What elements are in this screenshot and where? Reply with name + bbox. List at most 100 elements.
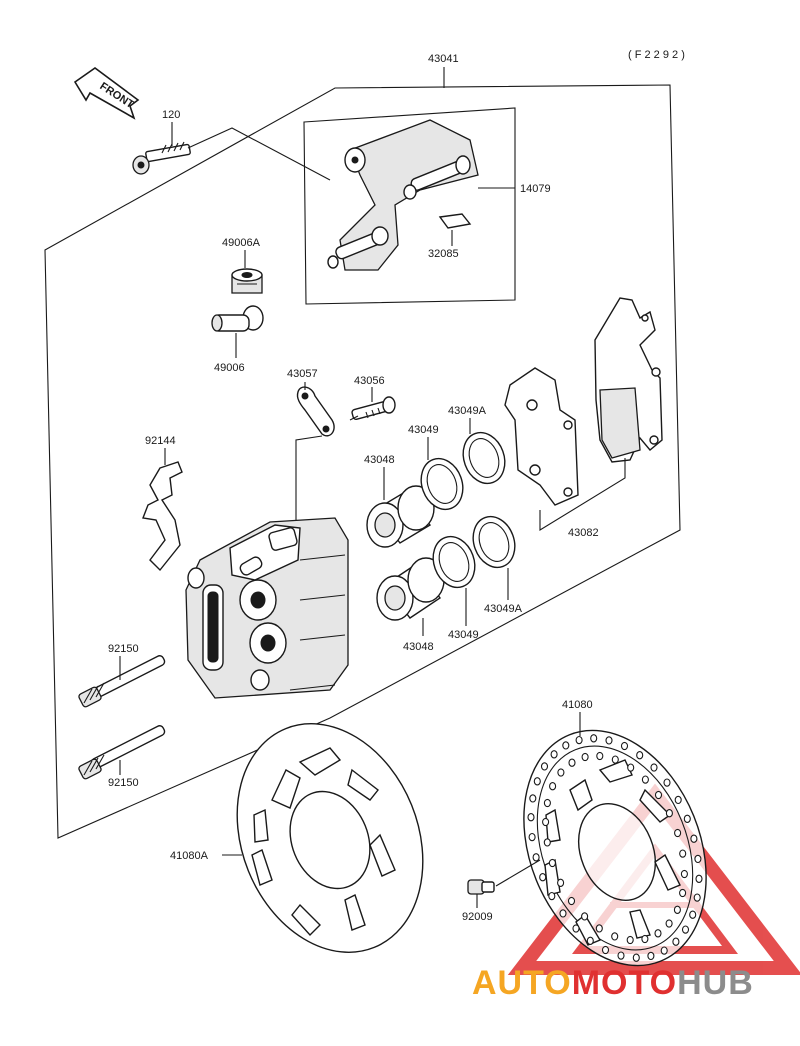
front-arrow-icon: FRONT	[73, 67, 140, 120]
disc-hole	[549, 782, 557, 791]
disc-bolt-icon	[467, 859, 541, 908]
bleeder-cap-icon	[231, 250, 263, 294]
label-pin-lower: 92150	[108, 777, 139, 789]
bleeder-valve-icon	[211, 305, 264, 358]
label-disc-bolt: 92009	[462, 911, 493, 923]
disc-hole	[559, 909, 567, 918]
caliper-body-icon	[185, 517, 349, 699]
disc-hole	[660, 946, 668, 955]
disc-hole	[620, 741, 629, 751]
disc-hole	[581, 912, 589, 921]
watermark-part3: HUB	[677, 964, 754, 1002]
disc-hole	[601, 945, 610, 955]
watermark-part2: MOTO	[572, 964, 677, 1002]
disc-hole	[693, 893, 701, 902]
disc-hole	[695, 874, 703, 883]
disc-hole	[548, 891, 556, 901]
disc-hole	[654, 790, 663, 800]
disc-hole	[581, 752, 589, 762]
disc-hole	[532, 853, 540, 862]
figure-code: ( F 2 2 9 2 )	[628, 49, 685, 61]
pin-upper-icon	[78, 655, 166, 708]
disc-hole	[626, 935, 634, 945]
disc-hole	[632, 953, 640, 962]
disc-hole	[557, 768, 565, 777]
disc-hole	[663, 778, 671, 787]
label-piston-lower: 43048	[403, 641, 434, 653]
label-disc-right: 41080	[562, 699, 593, 711]
label-spring: 92144	[145, 435, 176, 447]
disc-hole	[654, 929, 662, 938]
disc-hole	[641, 934, 649, 944]
seal-lower-icon	[432, 535, 476, 626]
seal-upper-icon	[420, 437, 464, 511]
disc-hole	[689, 910, 697, 919]
bolt-120-icon	[132, 122, 331, 181]
part-labels: ( F 2 2 9 2 ) 43041 120 14079 32085 4900…	[108, 49, 685, 923]
piston-lower-icon	[376, 557, 445, 636]
label-holder: 14079	[520, 183, 551, 195]
disc-hole	[567, 896, 576, 906]
disc-right-icon	[523, 712, 707, 967]
disc-hole	[679, 849, 687, 858]
pads-leader	[539, 458, 626, 531]
disc-hole	[674, 828, 682, 838]
label-bolt-120: 120	[162, 109, 180, 121]
disc-hole	[550, 750, 558, 759]
assembly-outline	[44, 67, 681, 839]
disc-hole	[679, 888, 687, 898]
disc-hole	[683, 814, 691, 823]
pin-lower-icon	[78, 725, 166, 780]
disc-hole	[533, 777, 541, 786]
label-piston-upper: 43048	[364, 454, 395, 466]
disc-hole	[665, 919, 673, 928]
disc-right-holes	[527, 734, 703, 962]
label-disc-left: 41080A	[170, 850, 209, 862]
disc-hole	[586, 936, 594, 945]
label-seal-upper: 43049	[408, 424, 439, 436]
label-bleeder-valve: 49006	[214, 362, 245, 374]
watermark-part1: AUTO	[472, 964, 572, 1002]
label-seal-upper-a: 43049A	[448, 405, 487, 417]
disc-hole	[542, 817, 550, 827]
disc-hole	[575, 735, 583, 745]
label-bleeder-cap: 49006A	[222, 237, 261, 249]
disc-hole	[562, 741, 570, 750]
disc-hole	[548, 858, 556, 868]
disc-hole	[641, 775, 649, 784]
brake-pad-right-icon	[594, 297, 663, 463]
disc-hole	[681, 925, 690, 934]
disc-hole	[590, 734, 598, 743]
disc-hole	[690, 834, 698, 843]
disc-hole	[611, 932, 619, 941]
disc-hole	[611, 755, 619, 764]
label-plate: 43057	[287, 368, 318, 380]
disc-hole	[617, 951, 625, 960]
seal-upper-a-icon	[462, 418, 506, 485]
disc-hole	[557, 878, 565, 887]
watermark-text: AUTOMOTOHUB	[472, 964, 754, 1002]
disc-hole	[673, 905, 681, 914]
disc-hole	[543, 838, 551, 847]
disc-hole	[529, 794, 537, 803]
disc-hole	[605, 736, 613, 745]
disc-hole	[680, 869, 688, 879]
label-seal-lower-a: 43049A	[484, 603, 523, 615]
disc-hole	[572, 924, 580, 933]
disc-hole	[527, 813, 535, 822]
label-assembly: 43041	[428, 53, 459, 65]
plate-icon	[295, 382, 335, 540]
disc-hole	[672, 937, 680, 946]
disc-hole	[596, 751, 604, 761]
disc-hole	[528, 832, 536, 842]
disc-left-icon	[222, 723, 424, 953]
disc-hole	[595, 924, 603, 933]
label-seal-lower: 43049	[448, 629, 479, 641]
disc-hole	[674, 795, 682, 805]
disc-hole	[543, 798, 551, 808]
seal-lower-a-icon	[472, 515, 516, 600]
holder-box	[303, 107, 516, 305]
label-pads: 43082	[568, 527, 599, 539]
valve-icon	[349, 387, 396, 421]
